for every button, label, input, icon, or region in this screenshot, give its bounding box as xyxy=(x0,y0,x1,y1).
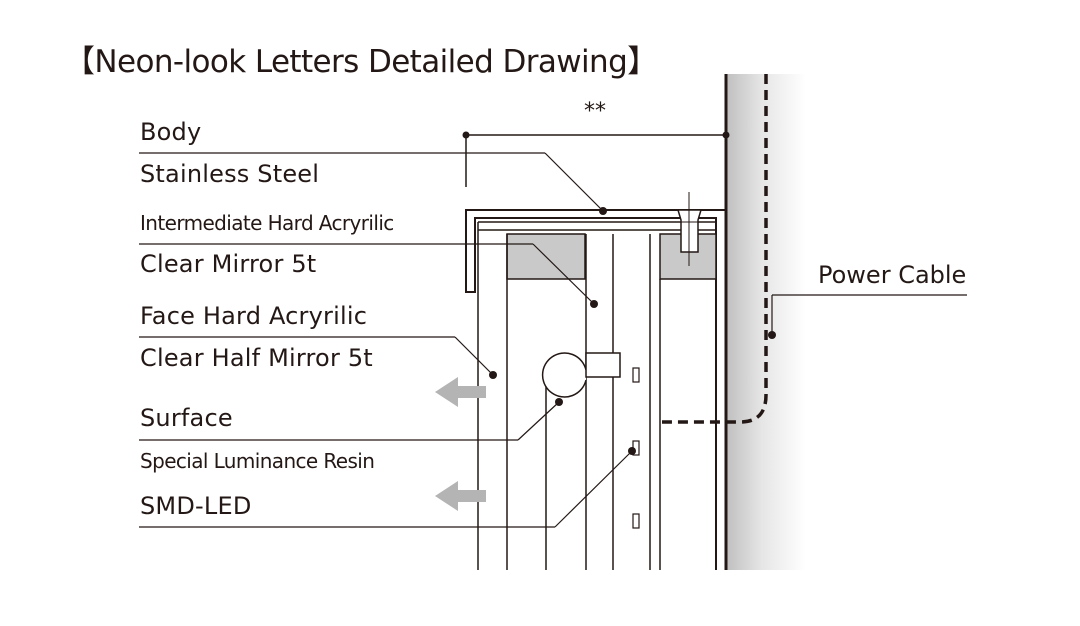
tube-bracket xyxy=(585,352,621,378)
leader-surface xyxy=(517,401,560,441)
light-direction-arrow-icon xyxy=(435,377,486,407)
light-direction-arrow-icon xyxy=(435,481,486,511)
label-body: Body xyxy=(140,118,202,146)
label-surface-material: Special Luminance Resin xyxy=(140,449,375,473)
body-outline xyxy=(465,209,726,570)
led-chip-icon xyxy=(632,513,640,529)
leader-dot xyxy=(599,207,607,215)
page-title: 【Neon-look Letters Detailed Drawing】 xyxy=(64,44,658,80)
label-led: SMD-LED xyxy=(140,492,252,520)
label-power-cable: Power Cable xyxy=(818,261,967,289)
leader-dot xyxy=(628,447,636,455)
leader-dot xyxy=(590,300,598,308)
dimension-end-dot xyxy=(722,131,730,139)
leader-dot xyxy=(555,398,563,406)
label-face-material: Clear Half Mirror 5t xyxy=(140,344,373,372)
label-face: Face Hard Acryrilic xyxy=(140,302,368,330)
label-surface: Surface xyxy=(140,404,233,432)
label-intermediate: Intermediate Hard Acryrilic xyxy=(140,211,394,235)
leader-intermediate xyxy=(532,243,595,305)
dimension-mark: ** xyxy=(584,99,606,124)
intermediate-plate xyxy=(477,221,716,231)
leader-led xyxy=(554,450,633,528)
leader-dot xyxy=(489,371,497,379)
resin-tube xyxy=(541,352,587,398)
label-intermediate-material: Clear Mirror 5t xyxy=(140,250,317,278)
power-cable-line xyxy=(662,74,768,424)
leader-dot xyxy=(768,331,776,339)
leader-body xyxy=(544,152,604,212)
led-chip-icon xyxy=(632,367,640,383)
leader-face xyxy=(454,336,494,376)
label-body-material: Stainless Steel xyxy=(140,160,320,188)
